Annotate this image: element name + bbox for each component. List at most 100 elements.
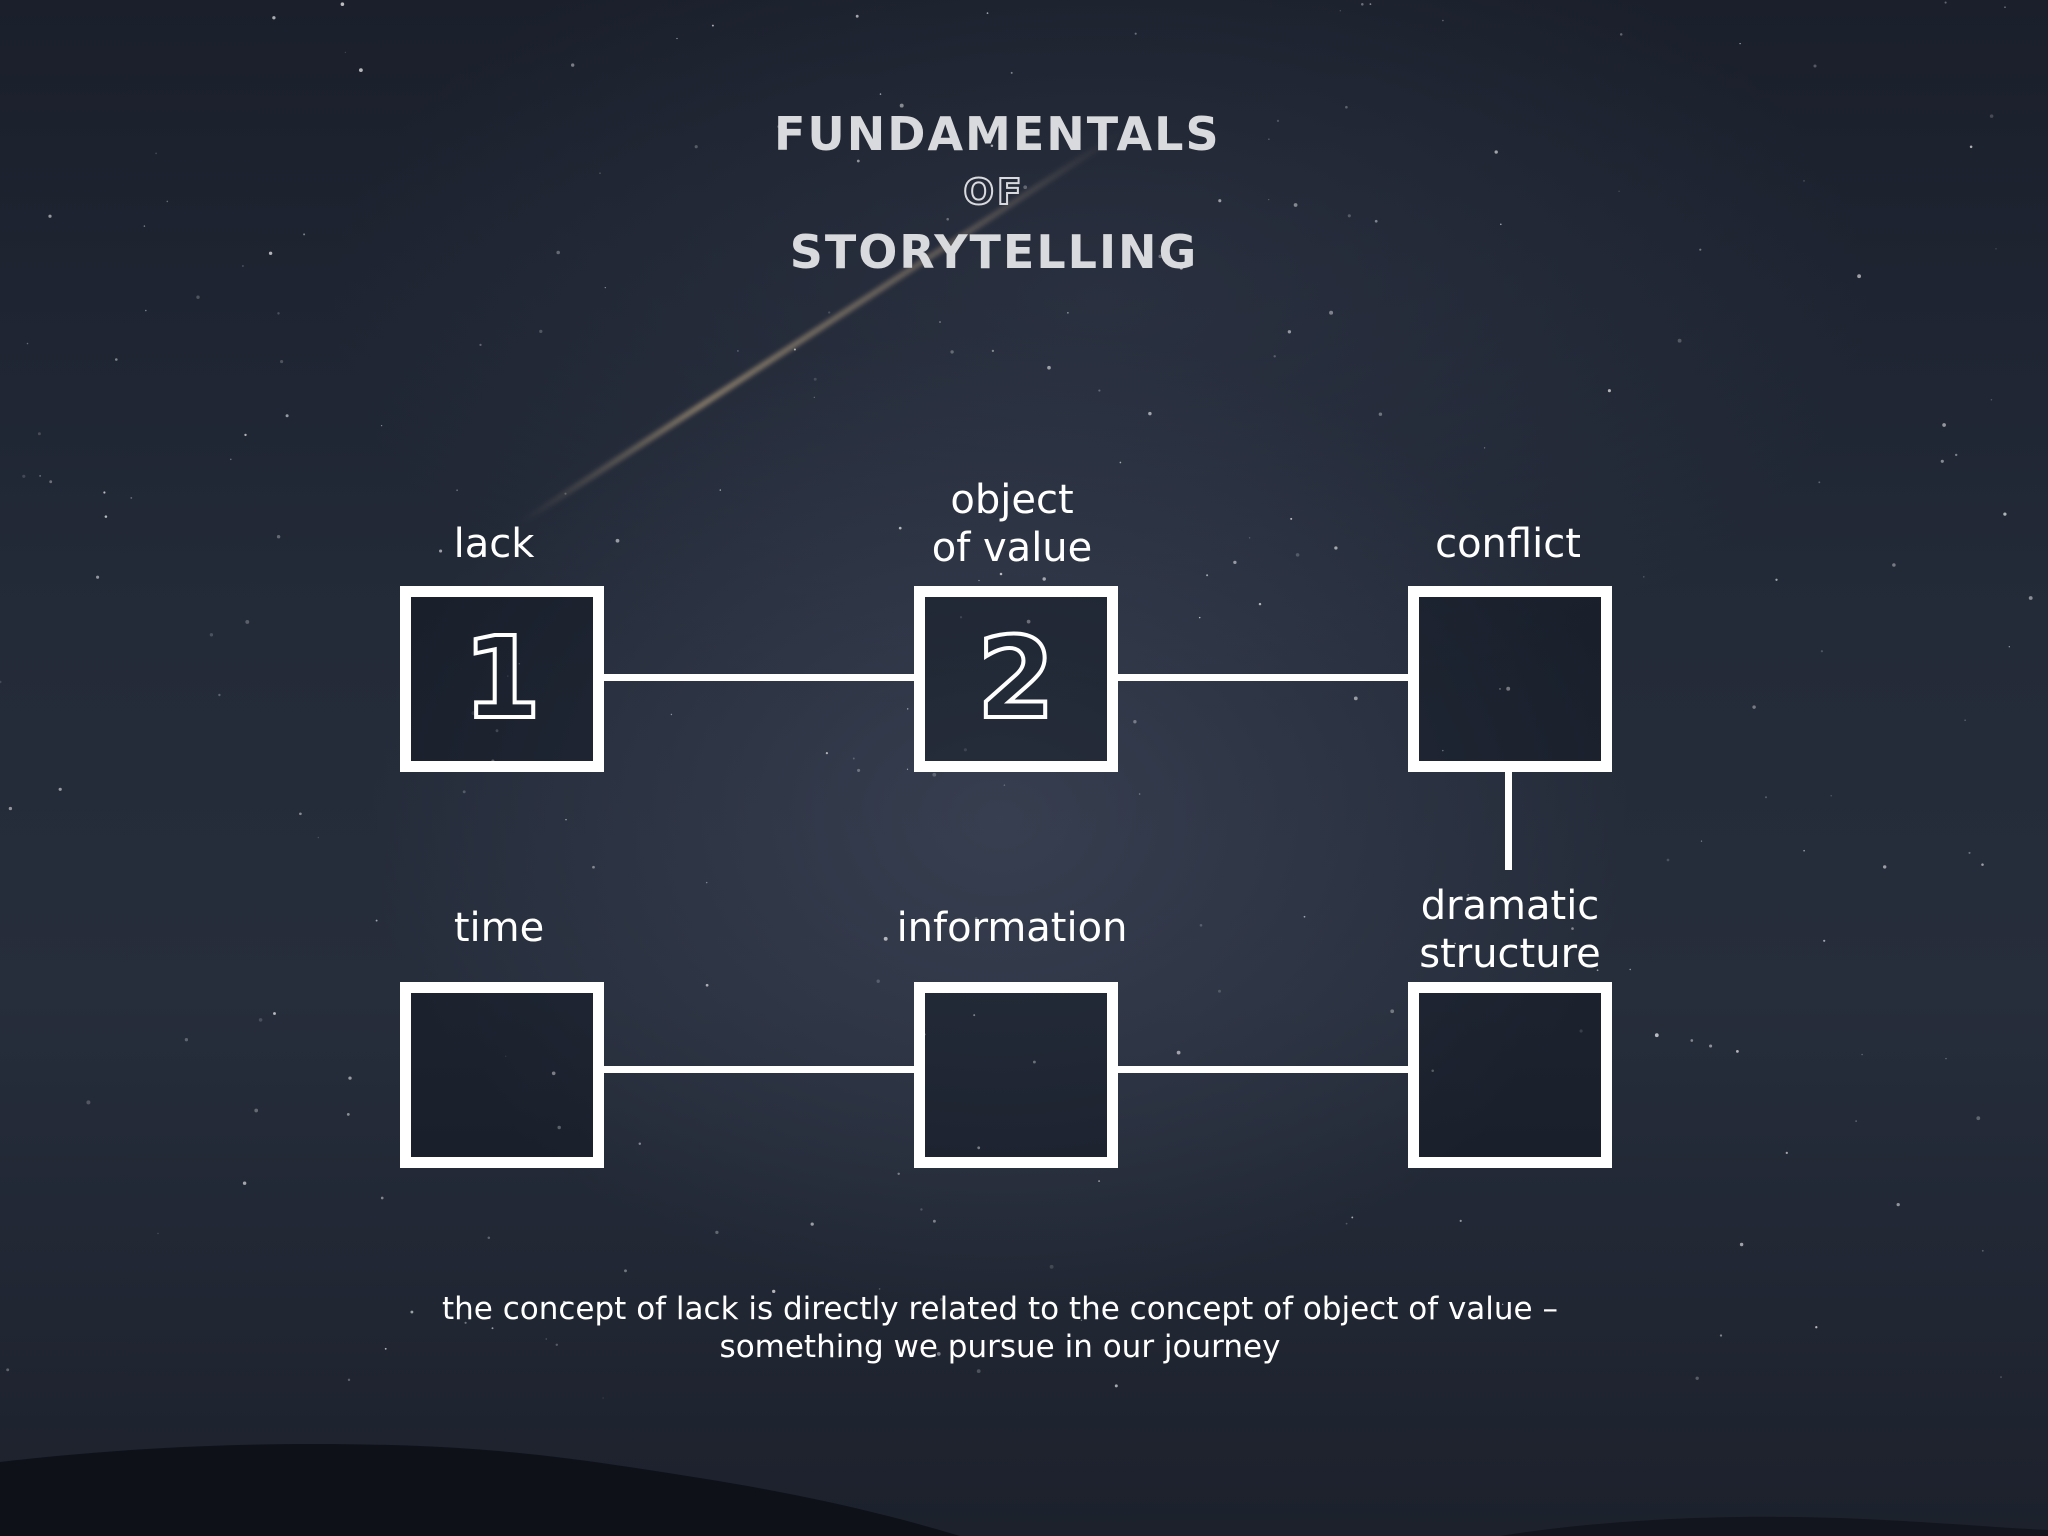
star xyxy=(22,474,26,478)
star xyxy=(857,768,861,772)
node-label-dramatic-structure-line1: dramatic xyxy=(1420,883,1600,929)
star xyxy=(348,1076,352,1080)
star xyxy=(1295,553,1300,557)
star xyxy=(1695,1376,1699,1380)
star xyxy=(96,575,100,579)
star xyxy=(2000,1376,2002,1379)
star xyxy=(1944,1,1947,4)
star xyxy=(244,433,247,437)
star xyxy=(1654,1033,1659,1038)
star xyxy=(491,1327,494,1330)
star xyxy=(518,663,521,665)
star xyxy=(1206,574,1209,577)
star xyxy=(340,2,345,6)
star xyxy=(347,1378,351,1382)
star xyxy=(556,250,560,255)
star xyxy=(974,917,978,920)
star xyxy=(939,321,941,323)
star xyxy=(1596,969,1599,972)
star xyxy=(1861,1053,1863,1056)
star xyxy=(855,14,859,18)
node-number-information xyxy=(925,993,1107,1157)
star xyxy=(670,713,673,716)
star xyxy=(410,1310,414,1314)
star xyxy=(1385,1300,1388,1302)
star xyxy=(1892,563,1896,567)
node-box-information xyxy=(914,982,1118,1168)
star xyxy=(1032,1060,1036,1064)
star xyxy=(1964,719,1966,721)
star xyxy=(1067,312,1069,314)
star xyxy=(1023,185,1028,190)
star xyxy=(1571,927,1574,930)
node-label-dramatic-structure: dramatic structure xyxy=(1360,882,1660,978)
star xyxy=(1467,893,1470,896)
star xyxy=(303,233,306,236)
star xyxy=(1719,1334,1723,1337)
star xyxy=(1954,453,1958,457)
star xyxy=(555,1343,559,1347)
slide-title: FUNDAMENTALS OF STORYTELLING xyxy=(774,105,1219,281)
star xyxy=(638,1142,642,1145)
star xyxy=(1940,459,1944,463)
star xyxy=(1268,198,1270,201)
star xyxy=(272,16,276,20)
star xyxy=(462,790,466,794)
star xyxy=(1823,939,1826,942)
star xyxy=(245,619,250,624)
star xyxy=(813,377,817,381)
star xyxy=(950,350,954,354)
star xyxy=(317,836,320,839)
node-number-conflict xyxy=(1419,597,1601,761)
star xyxy=(1248,537,1251,539)
star xyxy=(209,633,214,637)
node-label-object-of-value: object of value xyxy=(862,476,1162,572)
node-label-information: information xyxy=(862,904,1162,952)
star xyxy=(856,159,860,163)
star xyxy=(276,534,281,539)
star xyxy=(604,286,606,289)
star xyxy=(507,675,509,677)
edge-conflict-dramatic-structure xyxy=(1505,766,1512,870)
star xyxy=(599,172,601,174)
star xyxy=(1378,412,1383,416)
caption-line1: the concept of lack is directly related … xyxy=(442,1291,1558,1327)
star xyxy=(254,1108,259,1113)
star xyxy=(1764,796,1768,799)
star xyxy=(1258,602,1262,606)
node-label-lack-line2: lack xyxy=(453,521,535,567)
star xyxy=(1042,577,1046,581)
star xyxy=(1945,1057,1947,1060)
star xyxy=(939,1297,944,1302)
node-label-conflict-line2: conflict xyxy=(1435,521,1581,567)
star xyxy=(1813,64,1817,68)
star xyxy=(144,309,147,312)
star xyxy=(1500,223,1502,226)
star xyxy=(157,1232,159,1235)
node-label-lack: lack xyxy=(394,520,594,568)
star xyxy=(676,37,678,40)
star xyxy=(1666,858,1670,862)
star xyxy=(1345,1222,1348,1225)
star xyxy=(897,1172,900,1176)
star xyxy=(439,549,443,553)
star xyxy=(375,919,378,922)
star xyxy=(1896,1202,1900,1207)
star xyxy=(976,1369,981,1373)
star xyxy=(280,360,284,364)
star xyxy=(49,480,53,484)
star xyxy=(711,24,714,27)
star xyxy=(1080,1319,1083,1322)
star xyxy=(1114,1384,1118,1388)
star xyxy=(1287,330,1292,334)
star xyxy=(1990,399,1993,401)
star xyxy=(876,979,880,983)
star xyxy=(380,1196,384,1200)
star xyxy=(736,349,739,352)
star xyxy=(777,125,780,128)
star xyxy=(999,572,1003,576)
star xyxy=(384,1347,387,1350)
star xyxy=(1699,248,1702,251)
star xyxy=(1098,389,1101,392)
